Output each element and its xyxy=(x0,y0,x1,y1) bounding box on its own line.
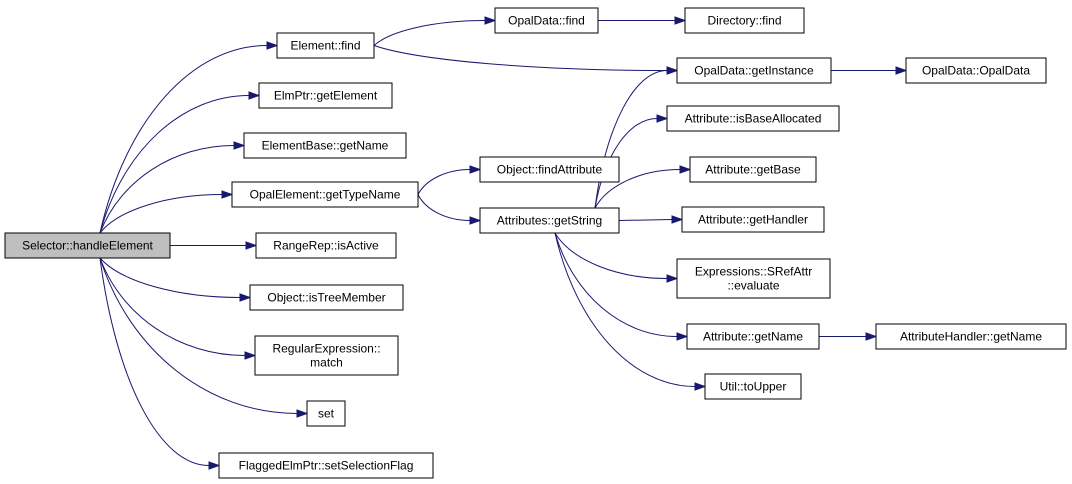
node-box xyxy=(666,105,840,132)
edge-element-find-to-opaldata-getinstance xyxy=(373,45,679,75)
node-attribute-getbase[interactable]: Attribute::getBase xyxy=(689,156,817,183)
node-attribute-getname[interactable]: Attribute::getName xyxy=(686,323,820,350)
node-box xyxy=(479,207,620,234)
node-box xyxy=(689,156,817,183)
node-label: Attribute::getName xyxy=(703,330,803,344)
node-opalelement-gettypename[interactable]: OpalElement::getTypeName xyxy=(231,181,419,208)
node-rangerep-isactive[interactable]: RangeRep::isActive xyxy=(255,232,397,259)
node-set[interactable]: set xyxy=(306,400,346,427)
node-label: match xyxy=(310,356,343,370)
node-box xyxy=(676,57,832,84)
node-regularexpression-match[interactable]: RegularExpression::match xyxy=(254,335,399,376)
node-box xyxy=(905,57,1047,84)
node-box xyxy=(676,258,831,299)
node-box xyxy=(249,284,404,311)
node-opaldata-getinstance[interactable]: OpalData::getInstance xyxy=(676,57,832,84)
node-attribute-isbaseallocated[interactable]: Attribute::isBaseAllocated xyxy=(666,105,840,132)
edge-element-find-to-opaldata-find xyxy=(373,16,497,46)
node-attributehandler-getname[interactable]: AttributeHandler::getName xyxy=(875,323,1067,350)
node-label: OpalData::OpalData xyxy=(922,64,1030,78)
node-label: Attribute::getBase xyxy=(705,163,801,177)
node-directory-find[interactable]: Directory::find xyxy=(684,7,805,34)
node-flaggedelmptr-setselectionflag[interactable]: FlaggedElmPtr::setSelectionFlag xyxy=(218,452,434,479)
node-box xyxy=(684,7,805,34)
node-label: Expressions::SRefAttr xyxy=(695,265,812,279)
node-label: AttributeHandler::getName xyxy=(900,330,1042,344)
node-label: OpalElement::getTypeName xyxy=(250,188,401,202)
node-label: set xyxy=(318,407,335,421)
edge-handle-element-to-rangerep-isactive xyxy=(170,241,258,250)
node-box xyxy=(254,335,399,376)
node-box xyxy=(258,82,393,109)
node-layer: Selector::handleElement Element::findElmP… xyxy=(4,7,1067,479)
node-label: FlaggedElmPtr::setSelectionFlag xyxy=(239,459,414,473)
node-label: Element::find xyxy=(290,39,360,53)
edge-attributes-getstring-to-attribute-isbaseallocated xyxy=(594,114,669,209)
node-box xyxy=(306,400,346,427)
node-label: OpalData::getInstance xyxy=(694,64,814,78)
node-object-findattribute[interactable]: Object::findAttribute xyxy=(479,156,620,183)
node-box xyxy=(686,323,820,350)
node-label: ElmPtr::getElement xyxy=(274,89,378,103)
edge-opaldata-find-to-directory-find xyxy=(598,16,687,25)
node-label: Util::toUpper xyxy=(720,380,787,394)
edge-attributes-getstring-to-opaldata-getinstance xyxy=(594,66,679,209)
edge-opaldata-getinstance-to-opaldata-opaldata xyxy=(831,66,908,75)
node-label: RangeRep::isActive xyxy=(273,239,379,253)
node-box xyxy=(218,452,434,479)
node-label: Attribute::getHandler xyxy=(698,213,808,227)
node-opaldata-find[interactable]: OpalData::find xyxy=(494,7,599,34)
edge-handle-element-to-elmptr-getelement xyxy=(99,91,261,234)
node-label: Object::findAttribute xyxy=(497,163,603,177)
node-label: Attribute::isBaseAllocated xyxy=(685,112,822,126)
node-label: Object::isTreeMember xyxy=(267,291,385,305)
node-elementbase-getname[interactable]: ElementBase::getName xyxy=(243,132,407,159)
node-box xyxy=(231,181,419,208)
node-opaldata-opaldata[interactable]: OpalData::OpalData xyxy=(905,57,1047,84)
edge-attributes-getstring-to-attribute-getbase xyxy=(594,165,692,209)
node-box xyxy=(4,232,171,259)
edge-attributes-getstring-to-expressions-srefattr-evaluate xyxy=(554,232,679,283)
edge-layer xyxy=(99,16,908,470)
node-box xyxy=(681,206,825,233)
node-box xyxy=(875,323,1067,350)
edge-attributes-getstring-to-attribute-getname xyxy=(554,232,689,341)
node-label: ::evaluate xyxy=(727,279,779,293)
edge-handle-element-to-set xyxy=(99,257,309,418)
node-box xyxy=(243,132,407,159)
edge-handle-element-to-flaggedelmptr-setselectionflag xyxy=(99,257,221,470)
edge-attributes-getstring-to-attribute-gethandler xyxy=(618,215,684,224)
node-handle-element[interactable]: Selector::handleElement xyxy=(4,232,171,259)
node-expressions-srefattr-evaluate[interactable]: Expressions::SRefAttr::evaluate xyxy=(676,258,831,299)
node-label: ElementBase::getName xyxy=(262,139,389,153)
edge-opalelement-gettypename-to-attributes-getstring xyxy=(417,194,482,225)
edge-handle-element-to-object-istreemember xyxy=(99,257,252,302)
edge-opalelement-gettypename-to-object-findattribute xyxy=(417,165,482,195)
node-label: RegularExpression:: xyxy=(272,342,380,356)
node-label: Selector::handleElement xyxy=(22,239,153,253)
node-label: Attributes::getString xyxy=(497,214,602,228)
node-box xyxy=(704,373,802,400)
edge-handle-element-to-regularexpression-match xyxy=(99,257,257,360)
edge-handle-element-to-elementbase-getname xyxy=(99,141,246,234)
edge-handle-element-to-element-find xyxy=(99,41,279,234)
node-elmptr-getelement[interactable]: ElmPtr::getElement xyxy=(258,82,393,109)
node-box xyxy=(255,232,397,259)
node-label: OpalData::find xyxy=(508,14,585,28)
node-label: Directory::find xyxy=(707,14,781,28)
node-box xyxy=(479,156,620,183)
node-util-toupper[interactable]: Util::toUpper xyxy=(704,373,802,400)
edge-handle-element-to-opalelement-gettypename xyxy=(99,190,234,234)
edge-attributes-getstring-to-util-toupper xyxy=(554,232,707,391)
node-attribute-gethandler[interactable]: Attribute::getHandler xyxy=(681,206,825,233)
node-box xyxy=(494,7,599,34)
edge-attribute-getname-to-attributehandler-getname xyxy=(819,332,878,341)
node-box xyxy=(276,32,375,59)
node-object-istreemember[interactable]: Object::isTreeMember xyxy=(249,284,404,311)
node-attributes-getstring[interactable]: Attributes::getString xyxy=(479,207,620,234)
node-element-find[interactable]: Element::find xyxy=(276,32,375,59)
